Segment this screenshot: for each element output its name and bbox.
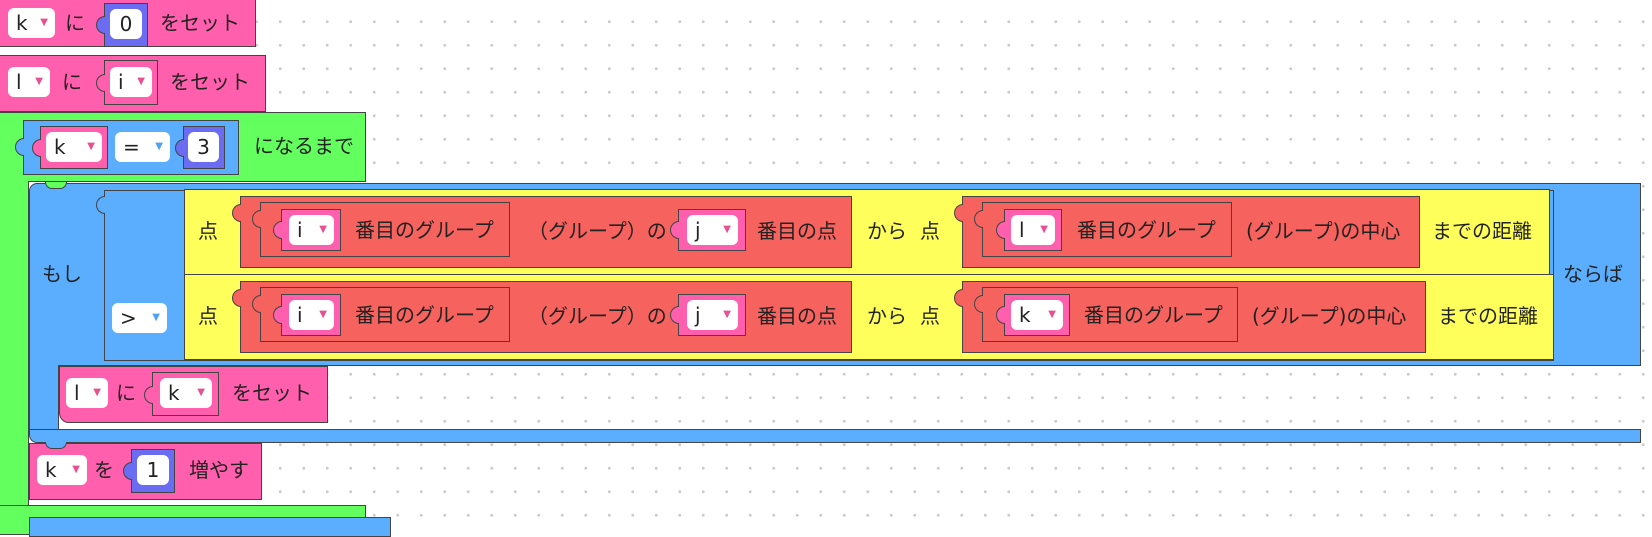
point-text: 番目の点 — [757, 219, 837, 243]
dropdown-arrow-icon: ▼ — [35, 76, 43, 87]
dropdown-arrow-icon: ▼ — [197, 387, 205, 398]
from-text: から — [867, 304, 907, 328]
if-label: もし — [42, 262, 82, 286]
then-label: ならば — [1563, 262, 1623, 286]
group-text: 番目のグループ — [1084, 303, 1223, 327]
dropdown-arrow-icon: ▼ — [72, 464, 80, 475]
var-dropdown-k[interactable]: k▼ — [8, 8, 55, 38]
var-dropdown-j[interactable]: j▼ — [687, 300, 738, 330]
dropdown-arrow-icon: ▼ — [152, 312, 160, 323]
point-label: 点 — [920, 219, 940, 243]
var-dropdown-i[interactable]: i▼ — [289, 215, 334, 245]
var-dropdown-l[interactable]: l▼ — [8, 67, 50, 97]
operator-dropdown[interactable]: >▼ — [112, 303, 167, 333]
group-center-text: (グループ)の中心 — [1252, 304, 1407, 328]
distance-text: までの距離 — [1438, 304, 1538, 328]
block-notch-icon — [45, 182, 67, 189]
var-name: k — [54, 135, 66, 159]
dropdown-arrow-icon: ▼ — [87, 141, 95, 152]
var-dropdown-k[interactable]: k▼ — [160, 378, 212, 408]
particle-wo: を — [94, 458, 114, 482]
point-label: 点 — [198, 304, 218, 328]
var-dropdown-i[interactable]: i▼ — [110, 67, 152, 97]
point-text: 番目の点 — [757, 304, 837, 328]
suffix-set: をセット — [170, 70, 250, 94]
repeat-until-block-body — [0, 181, 29, 511]
next-block-partial[interactable] — [29, 517, 391, 537]
var-name: i — [118, 70, 124, 94]
point-label: 点 — [198, 219, 218, 243]
if-block-body-arm — [29, 365, 59, 430]
particle-ni: に — [65, 11, 85, 35]
group-center-text: (グループ)の中心 — [1246, 219, 1401, 243]
group-of-text: （グループ）の — [528, 304, 667, 328]
until-label: になるまで — [254, 134, 354, 158]
dropdown-arrow-icon: ▼ — [155, 141, 163, 152]
suffix-set: をセット — [232, 381, 312, 405]
var-name: k — [45, 458, 57, 482]
var-name: k — [1019, 303, 1031, 327]
var-name: i — [297, 218, 303, 242]
var-name: j — [695, 303, 701, 327]
number-field[interactable]: 1 — [137, 455, 169, 485]
group-text: 番目のグループ — [355, 303, 494, 327]
from-text: から — [867, 219, 907, 243]
dropdown-arrow-icon: ▼ — [137, 76, 145, 87]
distance-text: までの距離 — [1432, 219, 1532, 243]
particle-ni: に — [62, 70, 82, 94]
dropdown-arrow-icon: ▼ — [723, 309, 731, 320]
var-name: k — [168, 381, 180, 405]
var-dropdown-i[interactable]: i▼ — [289, 300, 334, 330]
suffix-increase: 増やす — [189, 458, 249, 482]
var-dropdown-l[interactable]: l▼ — [1011, 215, 1055, 245]
group-of-text: （グループ）の — [528, 219, 667, 243]
dropdown-arrow-icon: ▼ — [1040, 224, 1048, 235]
var-name: j — [695, 218, 701, 242]
block-notch-icon — [45, 442, 67, 449]
operator-dropdown[interactable]: =▼ — [115, 132, 170, 162]
var-name: l — [1019, 218, 1025, 242]
dropdown-arrow-icon: ▼ — [723, 224, 731, 235]
point-label: 点 — [920, 304, 940, 328]
dropdown-arrow-icon: ▼ — [93, 387, 101, 398]
dropdown-arrow-icon: ▼ — [319, 309, 327, 320]
number-field[interactable]: 0 — [110, 9, 142, 39]
operator-symbol: = — [123, 135, 140, 159]
var-dropdown-k[interactable]: k▼ — [37, 455, 87, 485]
group-text: 番目のグループ — [1077, 218, 1216, 242]
var-dropdown-l[interactable]: l▼ — [66, 378, 108, 408]
dropdown-arrow-icon: ▼ — [319, 224, 327, 235]
group-text: 番目のグループ — [355, 218, 494, 242]
var-dropdown-k[interactable]: k▼ — [1011, 300, 1063, 330]
var-dropdown-k[interactable]: k▼ — [46, 132, 102, 162]
var-name: l — [16, 70, 22, 94]
particle-ni: に — [116, 381, 136, 405]
suffix-set: をセット — [160, 11, 240, 35]
var-name: k — [16, 11, 28, 35]
dropdown-arrow-icon: ▼ — [40, 17, 48, 28]
dropdown-arrow-icon: ▼ — [1048, 309, 1056, 320]
var-dropdown-j[interactable]: j▼ — [687, 215, 738, 245]
var-name: l — [74, 381, 80, 405]
operator-symbol: > — [120, 306, 137, 330]
number-field[interactable]: 3 — [188, 132, 219, 162]
var-name: i — [297, 303, 303, 327]
if-block-footer — [29, 429, 1641, 443]
